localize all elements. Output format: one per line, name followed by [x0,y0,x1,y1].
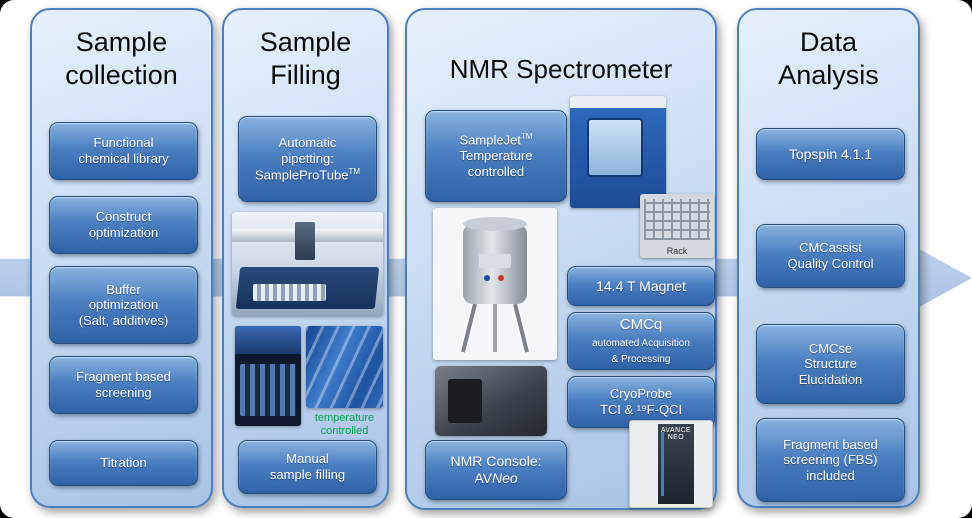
box-titration: Titration [49,440,198,486]
box-construct-optimization: Construct optimization [49,196,198,254]
box-nmr-console-avneo: NMR Console: AVNeo [425,440,567,500]
box-cmcassist: CMCassist Quality Control [756,224,905,288]
panel-nmr-spectrometer: NMR Spectrometer SampleJetTM Temperature… [405,8,717,510]
box-cmcse: CMCse Structure Elucidation [756,324,905,404]
trademark-superscript: TM [520,132,533,142]
panel-nmr-spectrometer-title: NMR Spectrometer [449,54,673,84]
samplejet-photo [570,96,666,208]
panel-sample-filling-title: Sample Filling [259,27,352,90]
box-magnet: 14.4 T Magnet [567,266,715,306]
cabinet-door: AVANCE NEO [657,424,694,504]
console-unit-photo [435,366,547,436]
nmr-magnet-photo [433,208,557,360]
samplejet-top-panel [570,96,666,109]
box-cryoprobe: CryoProbe TCI & ¹⁹F-QCI [567,376,715,428]
temperature-controlled-caption: temperature controlled [314,412,375,437]
console-slot [448,378,483,424]
robot-tube-rack [253,283,326,302]
photo-highlight-streaks [306,326,383,408]
robot-head [295,222,316,260]
box-fbs-included: Fragment based screening (FBS) included [756,418,905,502]
panel-data-analysis: Data Analysis Topspin 4.1.1 CMCassist Qu… [737,8,920,508]
box-functional-chemical-library: Functional chemical library [49,122,198,180]
box-samplejet-temperature-controlled: SampleJetTM Temperature controlled [425,110,567,202]
box-fragment-based-screening: Fragment based screening [49,356,198,414]
box-cmcq: CMCq automated Acquisition & Processing [567,312,715,370]
box-manual-sample-filling: Manual sample filling [238,440,377,494]
box-buffer-optimization: Buffer optimization (Salt, additives) [49,266,198,344]
samplejet-window [587,118,643,177]
avance-neo-cabinet-photo: AVANCE NEO [629,420,713,508]
trademark-superscript: TM [348,166,361,176]
sample-rack-photo: Rack [640,194,714,258]
panel-sample-collection: Sample collection Functional chemical li… [30,8,213,508]
rack-label: Rack [666,246,688,256]
rack-grid [644,199,710,241]
avance-neo-label: AVANCE NEO [660,427,691,442]
panel-data-analysis-title: Data Analysis [778,27,879,90]
filling-station-tubes [240,364,296,416]
box-automatic-pipetting: Automatic pipetting: SampleProTubeTM [238,116,377,202]
pipetting-robot-photo [232,212,383,316]
cabinet-status-light [661,432,664,496]
panel-sample-filling: Sample Filling Automatic pipetting: Samp… [222,8,389,508]
temperature-controlled-photo [306,326,383,408]
manual-filling-photo [235,326,301,426]
panel-sample-collection-title: Sample collection [65,27,178,90]
filling-station-top [235,326,301,354]
magnet-illustration [433,208,557,360]
box-topspin: Topspin 4.1.1 [756,128,905,180]
